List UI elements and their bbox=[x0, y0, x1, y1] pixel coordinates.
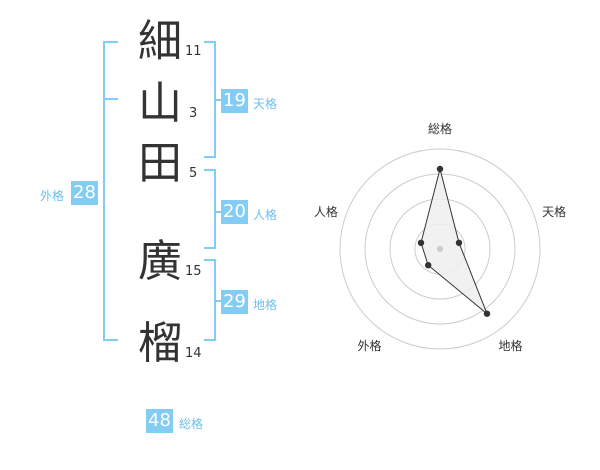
radar-center bbox=[437, 246, 443, 252]
name-char-1-strokes: 11 bbox=[185, 44, 202, 59]
name-char-1: 細 bbox=[138, 16, 182, 67]
gaikaku-label: 外格 bbox=[40, 189, 65, 203]
radar-point-3 bbox=[483, 310, 491, 317]
name-char-3: 田 bbox=[138, 138, 182, 189]
name-char-2-strokes: 3 bbox=[189, 106, 198, 121]
radar-axis-label-5: 人格 bbox=[314, 204, 338, 219]
soukaku-label: 総格 bbox=[179, 417, 204, 431]
chikaku-label: 地格 bbox=[253, 298, 278, 312]
tenkaku-bracket bbox=[204, 41, 216, 158]
tenkaku-label: 天格 bbox=[253, 97, 278, 111]
radar-point-2 bbox=[455, 239, 463, 246]
radar-ring-4 bbox=[339, 148, 541, 350]
jinkaku-value: 20 bbox=[221, 200, 248, 224]
tenkaku-value: 19 bbox=[221, 89, 248, 113]
name-char-5-strokes: 14 bbox=[185, 346, 202, 361]
gaikaku-value: 28 bbox=[71, 181, 98, 205]
soukaku-value: 48 bbox=[146, 409, 173, 433]
radar-point-5 bbox=[417, 239, 425, 246]
radar-axis-label-3: 地格 bbox=[498, 338, 522, 353]
jinkaku-label: 人格 bbox=[253, 208, 278, 222]
name-char-4-strokes: 15 bbox=[185, 264, 202, 279]
radar-axis-label-2: 天格 bbox=[542, 204, 566, 219]
name-char-3-strokes: 5 bbox=[189, 166, 198, 181]
name-char-2: 山 bbox=[138, 78, 182, 129]
radar-point-1 bbox=[436, 165, 444, 173]
chikaku-bracket bbox=[204, 259, 216, 341]
name-char-4: 廣 bbox=[138, 236, 182, 287]
radar-axis-label-1: 総格 bbox=[428, 121, 452, 136]
gaikaku-bracket bbox=[103, 41, 118, 341]
radar-point-4 bbox=[425, 262, 432, 269]
radar-axis-label-4: 外格 bbox=[357, 338, 381, 353]
radar-polygon bbox=[420, 168, 488, 315]
jinkaku-bracket bbox=[204, 169, 216, 249]
chikaku-value: 29 bbox=[221, 290, 248, 314]
name-char-5: 榴 bbox=[138, 318, 182, 369]
